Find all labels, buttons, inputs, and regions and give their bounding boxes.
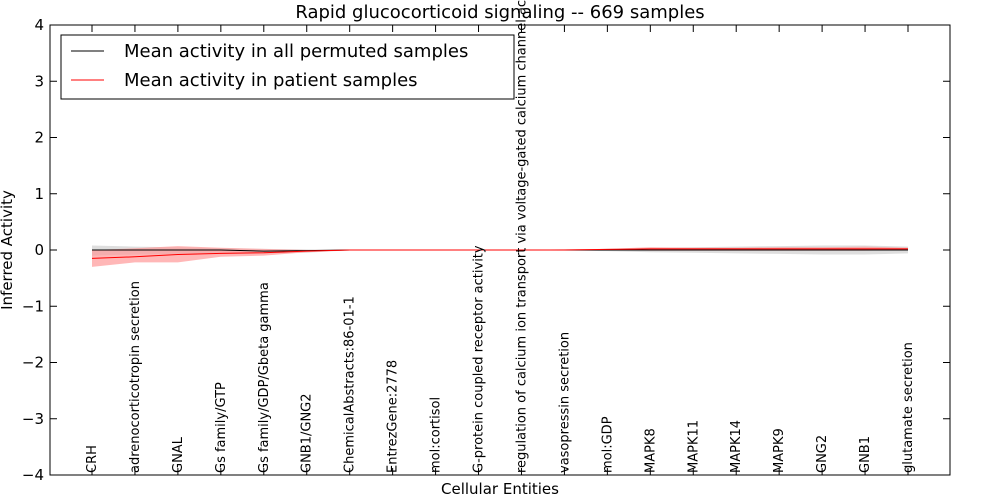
legend: Mean activity in all permuted samples Me… — [60, 34, 515, 100]
x-tick-label: CRH — [85, 445, 100, 473]
y-tick-label: 1 — [34, 185, 44, 203]
x-tick-label: MAPK9 — [772, 428, 787, 473]
x-tick-label: EntrezGene:2778 — [386, 360, 401, 473]
y-tick-label: 0 — [34, 241, 44, 259]
legend-label-patient: Mean activity in patient samples — [124, 70, 418, 91]
x-tick-label: ChemicalAbstracts:86-01-1 — [343, 296, 358, 473]
series-lines — [91, 248, 908, 259]
x-tick-label: adrenocorticotropin secretion — [128, 281, 143, 473]
y-axis-label: Inferred Activity — [0, 190, 16, 310]
y-tick-label: 2 — [34, 129, 44, 147]
x-tick-label: vasopressin secretion — [557, 332, 572, 473]
x-tick-label: MAPK8 — [643, 428, 658, 473]
y-tick-label: 4 — [34, 16, 44, 34]
legend-label-permuted: Mean activity in all permuted samples — [124, 41, 468, 62]
x-tick-label: GNB1 — [858, 436, 873, 473]
x-tick-label: mol:GDP — [600, 416, 615, 473]
x-tick-label: G-protein coupled receptor activity — [472, 245, 487, 473]
x-tick-label: GNB1/GNG2 — [300, 393, 315, 473]
x-tick-label: MAPK14 — [729, 420, 744, 473]
y-tick-label: −3 — [22, 410, 44, 428]
x-tick-label: Gs family/GTP — [214, 382, 229, 473]
y-tick-label: 3 — [34, 72, 44, 90]
series-line-1 — [91, 248, 908, 259]
x-tick-label: regulation of calcium ion transport via … — [515, 0, 530, 473]
y-tick-label: −2 — [22, 354, 44, 372]
x-tick-label: Gs family/GDP/Gbeta gamma — [257, 282, 272, 473]
legend-box — [60, 34, 515, 100]
x-tick-label: glutamate secretion — [901, 342, 916, 473]
x-axis-label: Cellular Entities — [441, 480, 559, 498]
x-tick-label: GNAL — [171, 436, 186, 473]
x-tick-label: MAPK11 — [686, 420, 701, 473]
x-tick-label: mol:cortisol — [429, 397, 444, 473]
y-tick-label: −4 — [22, 466, 44, 484]
y-axis-ticks: −4 −3 −2 −1 0 1 2 3 4 — [22, 16, 950, 484]
x-tick-label: GNG2 — [815, 435, 830, 473]
y-tick-label: −1 — [22, 297, 44, 315]
chart-title: Rapid glucocorticoid signaling -- 669 sa… — [295, 2, 704, 23]
